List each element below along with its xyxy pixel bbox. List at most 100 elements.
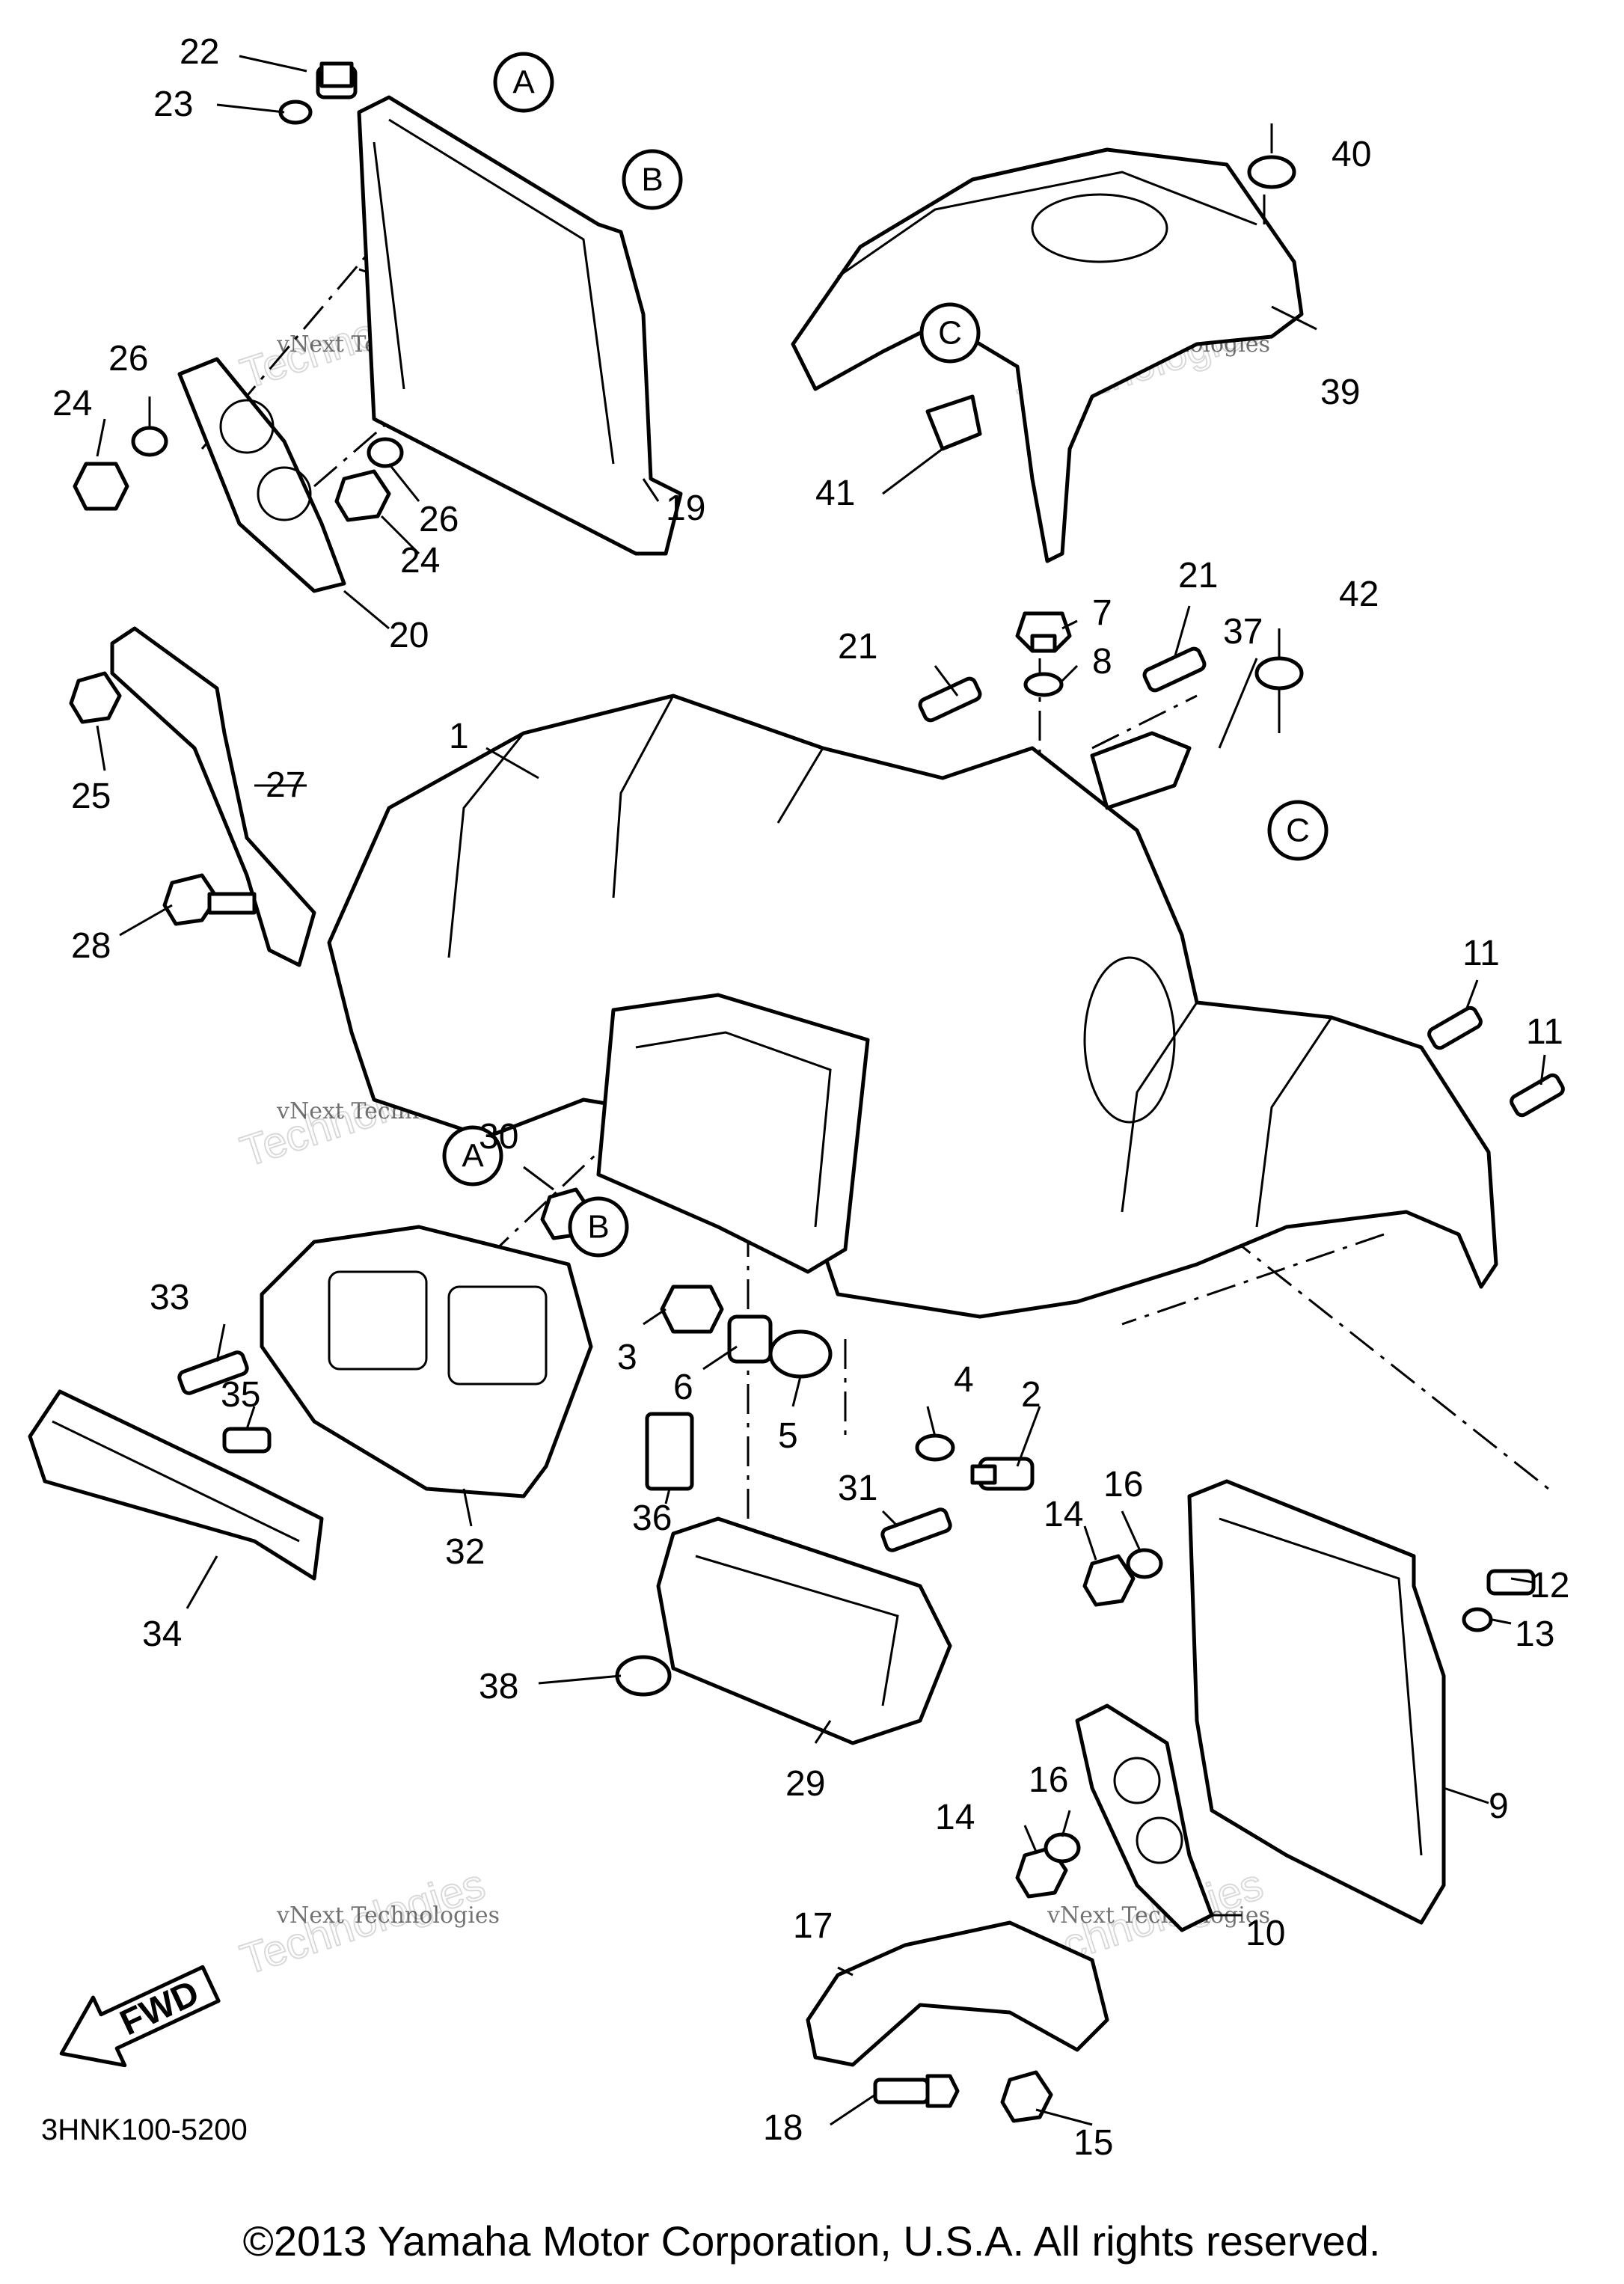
part-13-washer <box>1462 1607 1493 1632</box>
label-35: 35 <box>221 1375 260 1415</box>
part-26-washer-right <box>367 437 404 468</box>
part-21-bolt-right <box>1142 646 1207 693</box>
fasteners <box>69 61 1565 2123</box>
copyright-notice: ©2013 Yamaha Motor Corporation, U.S.A. A… <box>243 2217 1381 2265</box>
svg-text:A: A <box>512 64 535 101</box>
part-22-bolt <box>316 61 358 99</box>
part-5-grommet <box>768 1329 833 1379</box>
part-21-bolt-left <box>918 676 982 723</box>
part-23-washer <box>278 99 313 125</box>
diagram-code: 3HNK100-5200 <box>41 2113 248 2146</box>
part-38-screw <box>615 1655 672 1697</box>
label-18: 18 <box>763 2108 803 2148</box>
label-24-left: 24 <box>52 384 92 423</box>
part-17-stay <box>806 1920 1109 2067</box>
label-14-lower: 14 <box>935 1798 975 1837</box>
fwd-arrow-icon: FWD <box>59 1965 221 2068</box>
part-15-nut <box>1000 2070 1053 2123</box>
part-11-bolt-lower <box>1510 1073 1565 1118</box>
label-14-upper: 14 <box>1044 1495 1083 1534</box>
part-1-ribs-right <box>1121 1002 1333 1228</box>
part-7-bolt <box>1015 611 1072 653</box>
part-17-outline <box>806 1920 1109 2067</box>
part-34-outline <box>28 1389 324 1581</box>
label-27: 27 <box>266 765 305 805</box>
part-41-clip <box>925 394 982 451</box>
assembly-line-9b <box>1226 1233 1549 1490</box>
part-labels: 22 23 26 24 26 24 19 20 27 25 28 1 40 39… <box>52 32 1569 2163</box>
label-2: 2 <box>1021 1375 1041 1415</box>
label-38: 38 <box>479 1667 518 1706</box>
label-13: 13 <box>1515 1614 1554 1654</box>
part-24-nut-left <box>73 462 129 511</box>
label-24-right: 24 <box>400 541 440 581</box>
label-23: 23 <box>153 85 193 124</box>
label-11-lower: 11 <box>1526 1012 1563 1052</box>
part-16-washer-lower <box>1044 1832 1081 1864</box>
label-4: 4 <box>954 1360 974 1400</box>
part-42-screw <box>1254 656 1304 733</box>
label-1: 1 <box>449 717 469 756</box>
label-19: 19 <box>666 489 705 528</box>
part-29-outline <box>656 1516 952 1745</box>
callout-c-top: C <box>919 302 981 364</box>
label-3: 3 <box>617 1338 637 1377</box>
part-19-fold <box>373 141 405 390</box>
part-1-bezel-inner <box>635 1031 832 1228</box>
svg-text:C: C <box>1286 812 1310 849</box>
part-2-bolt <box>970 1457 1035 1491</box>
label-29: 29 <box>785 1764 825 1804</box>
part-34-bar <box>52 1420 300 1543</box>
part-6-sleeve <box>727 1314 773 1364</box>
part-14-nut-upper <box>1082 1554 1136 1607</box>
callout-b-top: B <box>622 149 683 210</box>
svg-text:A: A <box>462 1138 484 1175</box>
part-1-front-fender <box>327 694 1498 1319</box>
part-11-bolt-upper <box>1427 1005 1483 1050</box>
label-12: 12 <box>1530 1566 1569 1605</box>
label-22: 22 <box>180 32 219 72</box>
part-39-opening <box>1031 193 1168 263</box>
assembly-line-c2 <box>1091 694 1198 750</box>
label-21-left: 21 <box>838 627 877 667</box>
part-27-outline <box>110 626 316 967</box>
part-19-edge <box>388 118 615 465</box>
part-29-lower-cover <box>656 1516 952 1745</box>
part-25-nut <box>69 671 122 724</box>
label-33: 33 <box>150 1278 189 1317</box>
callout-b-bottom: B <box>568 1196 629 1258</box>
part-32-lens-right <box>447 1285 548 1386</box>
part-39-ridge <box>837 171 1257 278</box>
part-20-hole-1 <box>219 399 275 454</box>
part-40-screw <box>1247 155 1296 189</box>
part-20-bracket <box>177 357 346 593</box>
part-18-bolt <box>873 2074 960 2108</box>
label-37: 37 <box>1223 612 1263 652</box>
label-20: 20 <box>389 616 429 655</box>
part-29-inner <box>695 1555 899 1706</box>
fwd-label: FWD <box>114 1973 205 2043</box>
label-31: 31 <box>838 1469 877 1508</box>
callout-c-right: C <box>1267 800 1329 861</box>
label-39: 39 <box>1320 373 1360 412</box>
label-40: 40 <box>1332 135 1371 174</box>
part-9-outline <box>1187 1479 1446 1925</box>
label-30: 30 <box>479 1117 518 1157</box>
watermark-text-5: vNext Technologies <box>276 1902 500 1929</box>
part-20-hole-2 <box>257 466 312 521</box>
label-9: 9 <box>1489 1787 1509 1826</box>
label-11-upper: 11 <box>1462 934 1500 973</box>
label-16-upper: 16 <box>1103 1465 1143 1504</box>
callout-a-bottom: A <box>442 1125 503 1187</box>
svg-text:B: B <box>587 1209 609 1246</box>
part-19-outline <box>357 95 683 556</box>
leader-lines <box>96 55 1546 2126</box>
label-34: 34 <box>142 1614 182 1654</box>
label-25: 25 <box>71 777 111 816</box>
label-42: 42 <box>1339 575 1379 614</box>
label-36: 36 <box>632 1498 672 1538</box>
svg-text:B: B <box>641 162 663 198</box>
part-9-side-panel <box>1187 1479 1446 1925</box>
part-16-washer-upper <box>1126 1548 1163 1579</box>
part-10-hole-1 <box>1113 1757 1161 1804</box>
